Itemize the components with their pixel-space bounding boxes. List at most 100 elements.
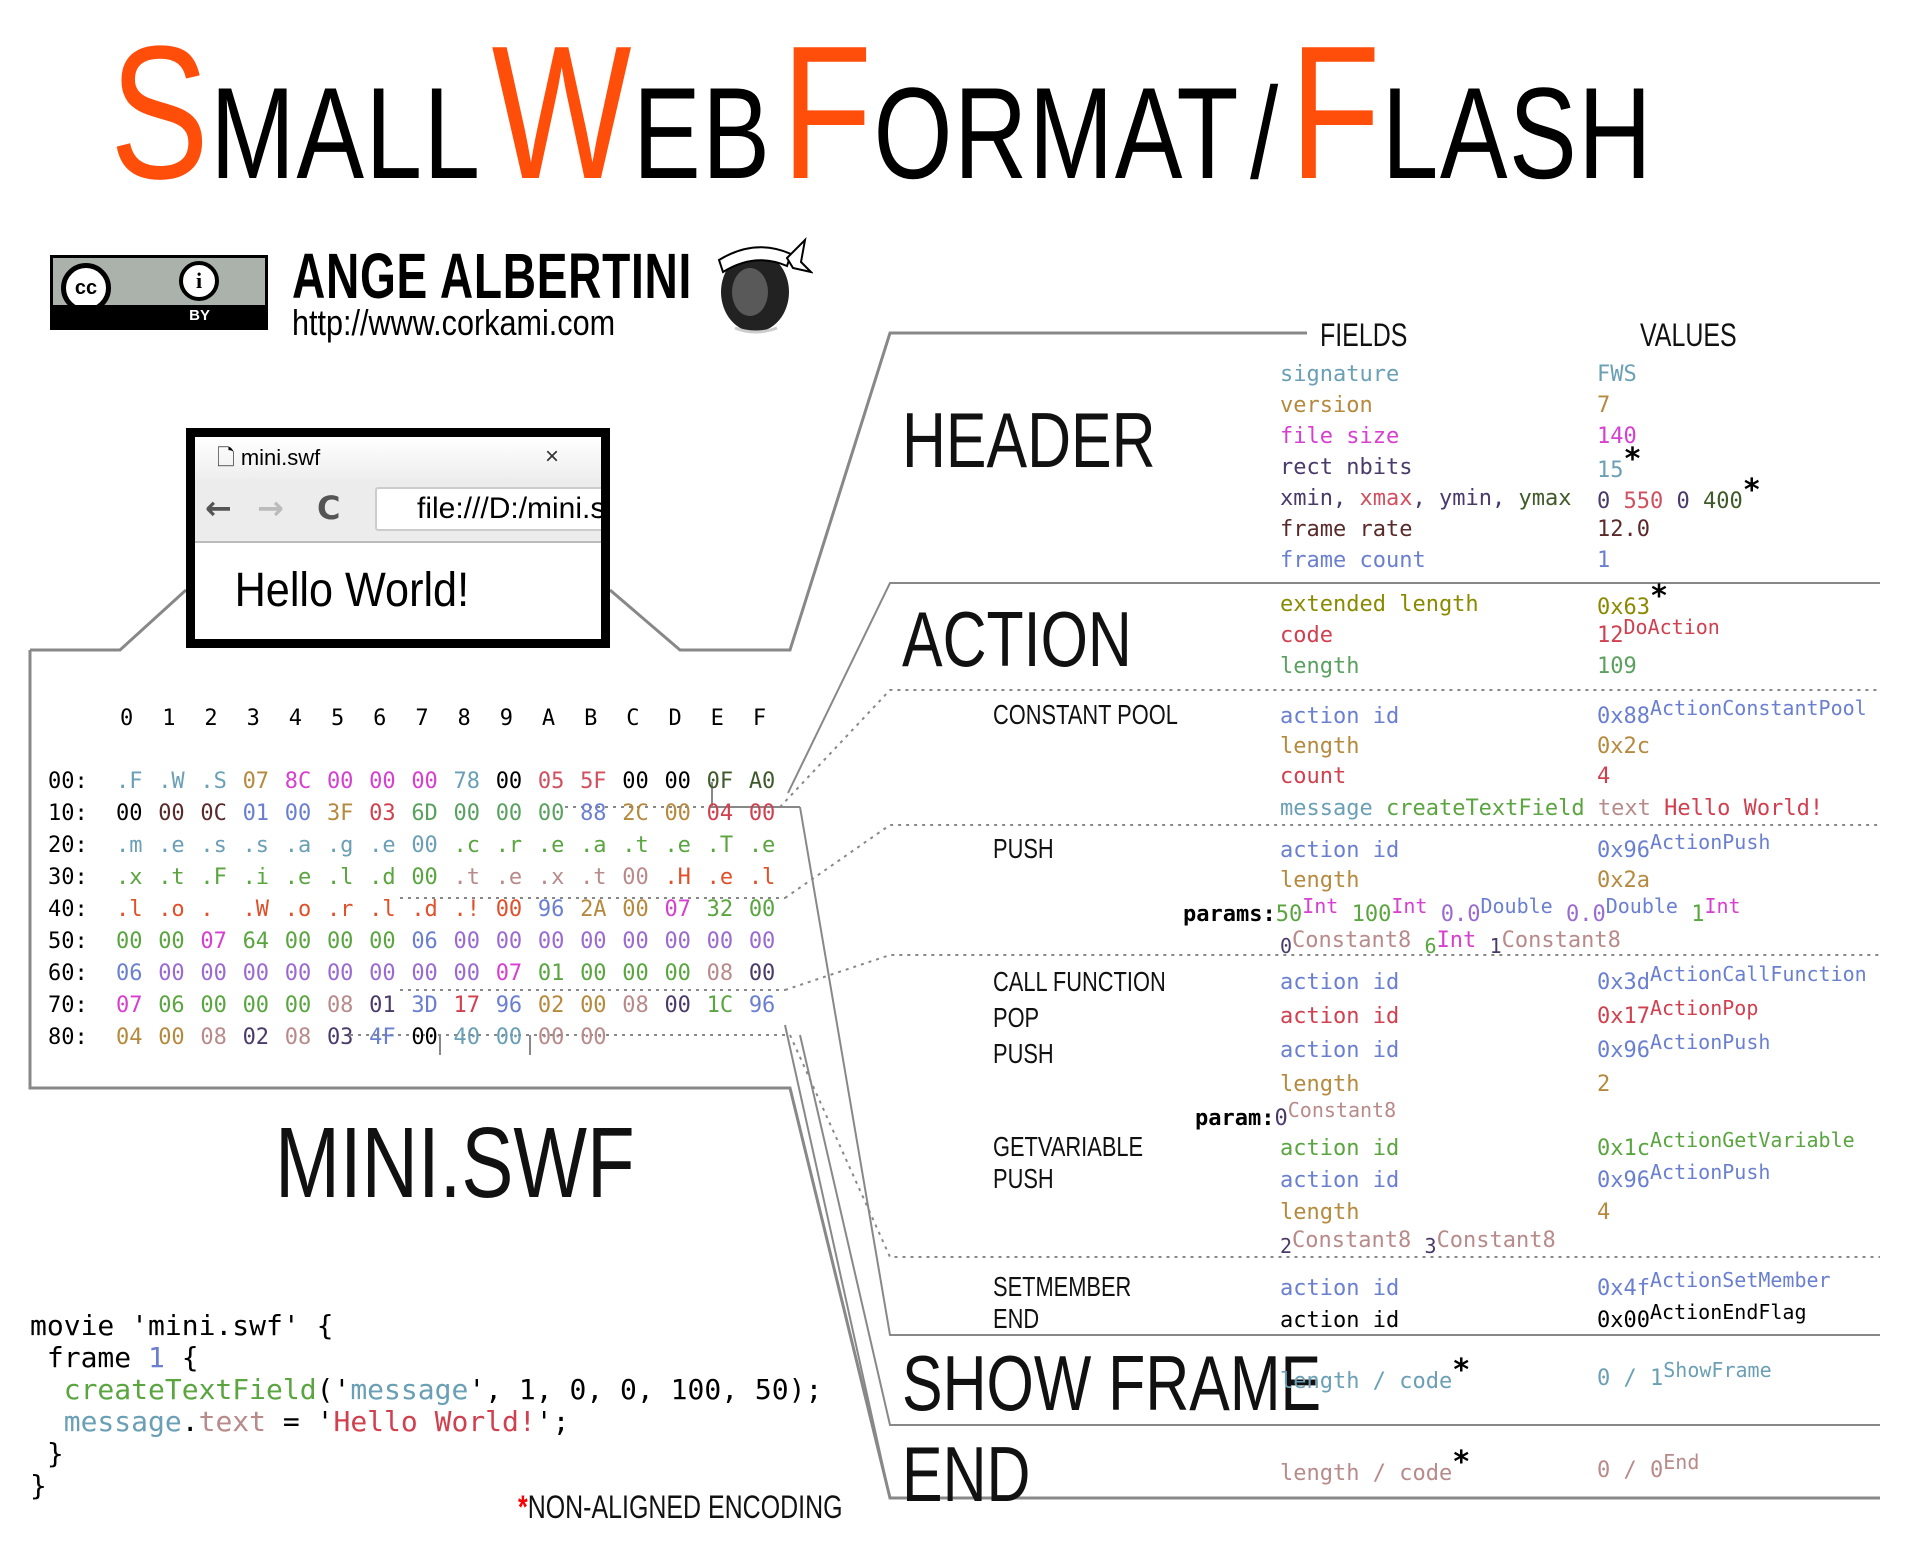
value-text: 0 / 0 xyxy=(1597,1458,1664,1483)
section-end: END xyxy=(902,1430,1031,1518)
hex-byte: 8C xyxy=(284,769,312,794)
value-text: 0x63 xyxy=(1597,595,1650,620)
field-label: version xyxy=(1280,393,1373,418)
hex-byte: .a xyxy=(580,833,607,858)
reload-icon[interactable]: C xyxy=(317,489,341,527)
value-annotation: End xyxy=(1663,1450,1700,1474)
hex-byte: .s xyxy=(242,833,270,858)
hex-byte: .s xyxy=(200,833,227,858)
field-name: signature xyxy=(1280,362,1399,388)
hex-byte: 64 xyxy=(242,929,270,954)
value-annotation: DoAction xyxy=(1623,615,1720,639)
hex-byte: 00 xyxy=(284,961,312,986)
hex-column-label: E xyxy=(710,706,724,731)
value-annotation: ActionPush xyxy=(1649,1160,1771,1184)
hex-byte: 1C xyxy=(706,993,734,1018)
code-token: (' xyxy=(316,1373,351,1406)
field-name: xmin, xmax, ymin, ymax xyxy=(1280,486,1571,512)
browser-screenshot: 🗋 mini.swf × ← → C file:///D:/mini.swf H… xyxy=(186,428,610,648)
browser-tab[interactable]: 🗋 mini.swf xyxy=(217,445,320,471)
section-header: HEADER xyxy=(902,396,1156,484)
hex-byte: . xyxy=(200,897,227,922)
hex-byte: 96 xyxy=(537,897,565,922)
field-label: signature xyxy=(1280,362,1400,387)
hex-byte: 00 xyxy=(158,801,185,826)
value-text: 15 xyxy=(1597,458,1624,483)
hex-byte: 00 xyxy=(495,801,523,826)
hex-byte: 00 xyxy=(622,961,649,986)
footnote-star: * xyxy=(518,1489,528,1525)
field-label: action id xyxy=(1280,1308,1400,1333)
param-list: 2Constant8 3Constant8 xyxy=(1280,1228,1556,1256)
section-pop: POP xyxy=(993,1002,1040,1033)
title-word-4: FLASH xyxy=(1290,18,1653,208)
forward-icon[interactable]: → xyxy=(257,489,284,527)
hex-byte: .T xyxy=(706,833,734,858)
asterisk: * xyxy=(1452,1353,1471,1388)
hex-byte: .F xyxy=(200,865,227,890)
hex-byte: 96 xyxy=(495,993,523,1018)
footnote-text: NON-ALIGNED ENCODING xyxy=(527,1489,843,1525)
value-annotation: ActionPop xyxy=(1649,996,1759,1020)
field-value: 15* xyxy=(1597,445,1642,484)
dump-ticks xyxy=(439,1035,531,1055)
close-icon[interactable]: × xyxy=(545,443,560,470)
hex-byte: 0F xyxy=(706,769,734,794)
hex-address: 40: xyxy=(48,897,88,922)
hex-byte: .g xyxy=(326,833,354,858)
field-part: ymax xyxy=(1518,486,1572,511)
code-token: text xyxy=(198,1405,267,1438)
section-push: PUSH xyxy=(993,833,1054,864)
hex-byte: .t xyxy=(158,865,185,890)
field-label: action id xyxy=(1280,1038,1400,1063)
hex-byte: 00 xyxy=(158,961,185,986)
portrait-icon xyxy=(717,237,813,334)
param-type: Constant8 xyxy=(1436,1228,1556,1253)
hex-byte: 40 xyxy=(453,1025,481,1050)
field-part: xmax xyxy=(1359,486,1413,511)
hex-byte: .e xyxy=(748,833,776,858)
code-line: } xyxy=(30,1438,822,1470)
section-end-action: END xyxy=(993,1303,1040,1334)
hex-byte: 00 xyxy=(116,801,143,826)
hex-byte: 00 xyxy=(622,769,649,794)
author-url[interactable]: http://www.corkami.com xyxy=(292,302,616,343)
param-list: 0Constant8 6Int 1Constant8 xyxy=(1280,928,1621,956)
hex-byte: 00 xyxy=(411,865,438,890)
param-value: 6 xyxy=(1424,934,1437,958)
hex-byte: 02 xyxy=(537,993,565,1018)
params-label: param: xyxy=(1195,1106,1275,1131)
field-value: FWS xyxy=(1597,362,1637,388)
hex-column-label: 0 xyxy=(120,706,134,731)
field-value: 0x1cActionGetVariable xyxy=(1597,1130,1855,1162)
field-label: count xyxy=(1280,764,1347,789)
address-bar[interactable]: file:///D:/mini.swf xyxy=(375,487,601,531)
title-slash: / xyxy=(1250,60,1280,206)
hex-byte: 00 xyxy=(326,961,354,986)
hex-byte: A0 xyxy=(748,769,776,794)
page-title: SMALL WEB FORMAT / FLASH xyxy=(110,18,1653,228)
back-icon[interactable]: ← xyxy=(205,489,232,527)
section-show-frame: SHOW FRAME xyxy=(902,1339,1322,1427)
section-getvariable: GETVARIABLE xyxy=(993,1131,1144,1162)
hex-column-label: 3 xyxy=(246,706,260,731)
asterisk: * xyxy=(1452,1445,1471,1480)
field-value: 12DoAction xyxy=(1597,617,1720,649)
hex-column-label: D xyxy=(668,706,682,731)
value-text: FWS xyxy=(1597,362,1637,387)
value-text: 12 xyxy=(1597,623,1624,648)
hex-byte: 07 xyxy=(242,769,270,794)
value-annotation: ActionPush xyxy=(1649,1030,1771,1054)
hex-byte: .x xyxy=(116,865,143,890)
hex-byte: 00 xyxy=(369,769,396,794)
field-label: length xyxy=(1280,1072,1360,1097)
field-label: action id xyxy=(1280,704,1400,729)
hex-byte: .t xyxy=(622,833,649,858)
field-value: 0x4fActionSetMember xyxy=(1597,1270,1831,1302)
hex-byte: .l xyxy=(369,897,396,922)
attribution-icon: i xyxy=(179,261,219,301)
param-type: Constant8 xyxy=(1292,1228,1412,1253)
title-rest: / xyxy=(1250,60,1280,206)
